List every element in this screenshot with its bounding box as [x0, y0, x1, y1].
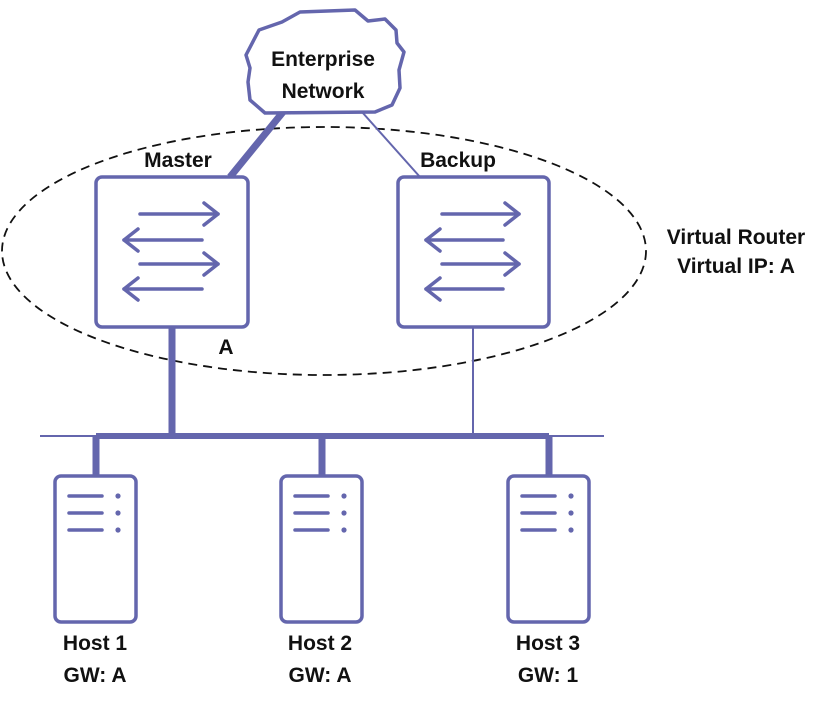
virtual-ip-label: Virtual IP: A	[677, 255, 795, 278]
host1-name: Host 1	[63, 632, 128, 655]
virtual-router-title: Virtual Router	[667, 226, 805, 249]
master-router-icon	[94, 175, 250, 329]
host2-server-icon	[279, 474, 364, 624]
master-ip-label: A	[218, 336, 233, 359]
host1-gateway: GW: A	[64, 664, 127, 687]
host3-server-icon	[506, 474, 591, 624]
master-uplink	[227, 109, 286, 180]
host1-server-icon	[53, 474, 138, 624]
cloud-label-line1: Enterprise	[271, 48, 375, 71]
virtual-router-boundary	[1, 126, 647, 376]
cloud-label-line2: Network	[282, 80, 365, 103]
host3-gateway: GW: 1	[518, 664, 579, 687]
backup-label: Backup	[420, 149, 496, 172]
backup-uplink	[361, 111, 421, 178]
host2-name: Host 2	[288, 632, 352, 655]
master-label: Master	[144, 149, 212, 172]
host3-name: Host 3	[516, 632, 580, 655]
cloud-icon	[244, 8, 406, 115]
host2-gateway: GW: A	[289, 664, 352, 687]
backup-router-icon	[396, 175, 551, 329]
